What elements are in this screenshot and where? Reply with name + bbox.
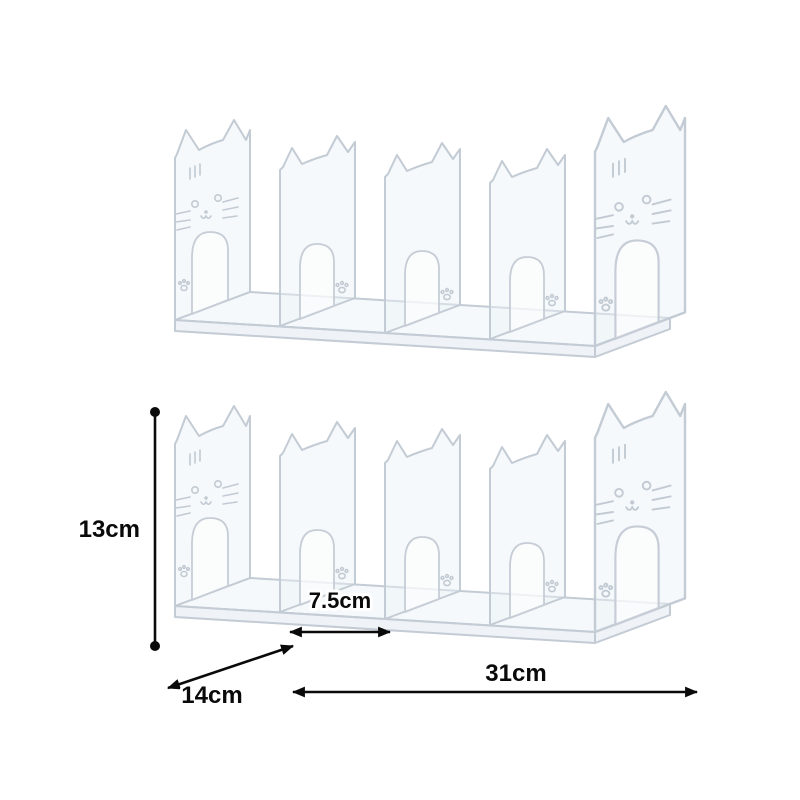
height-dimension: 13cm — [76, 407, 160, 651]
slot-spacing-dimension: 7.5cm — [288, 585, 392, 638]
bookend-unit-top — [175, 106, 685, 357]
height-dimension-endpoint — [150, 407, 160, 417]
depth-dimension-line — [166, 644, 295, 690]
length-dimension-label: 31cm — [485, 660, 546, 687]
height-dimension-label: 13cm — [79, 516, 140, 543]
height-dimension-endpoint — [150, 641, 160, 651]
depth-dimension-label: 14cm — [181, 682, 242, 709]
depth-dimension: 14cm — [166, 644, 295, 712]
bookend-unit-bottom — [175, 392, 685, 643]
length-dimension: 31cm — [291, 657, 699, 698]
slot-spacing-dimension-label: 7.5cm — [309, 588, 371, 613]
dimension-annotations: 13cm 7.5cm 31cm 14cm — [76, 407, 699, 712]
